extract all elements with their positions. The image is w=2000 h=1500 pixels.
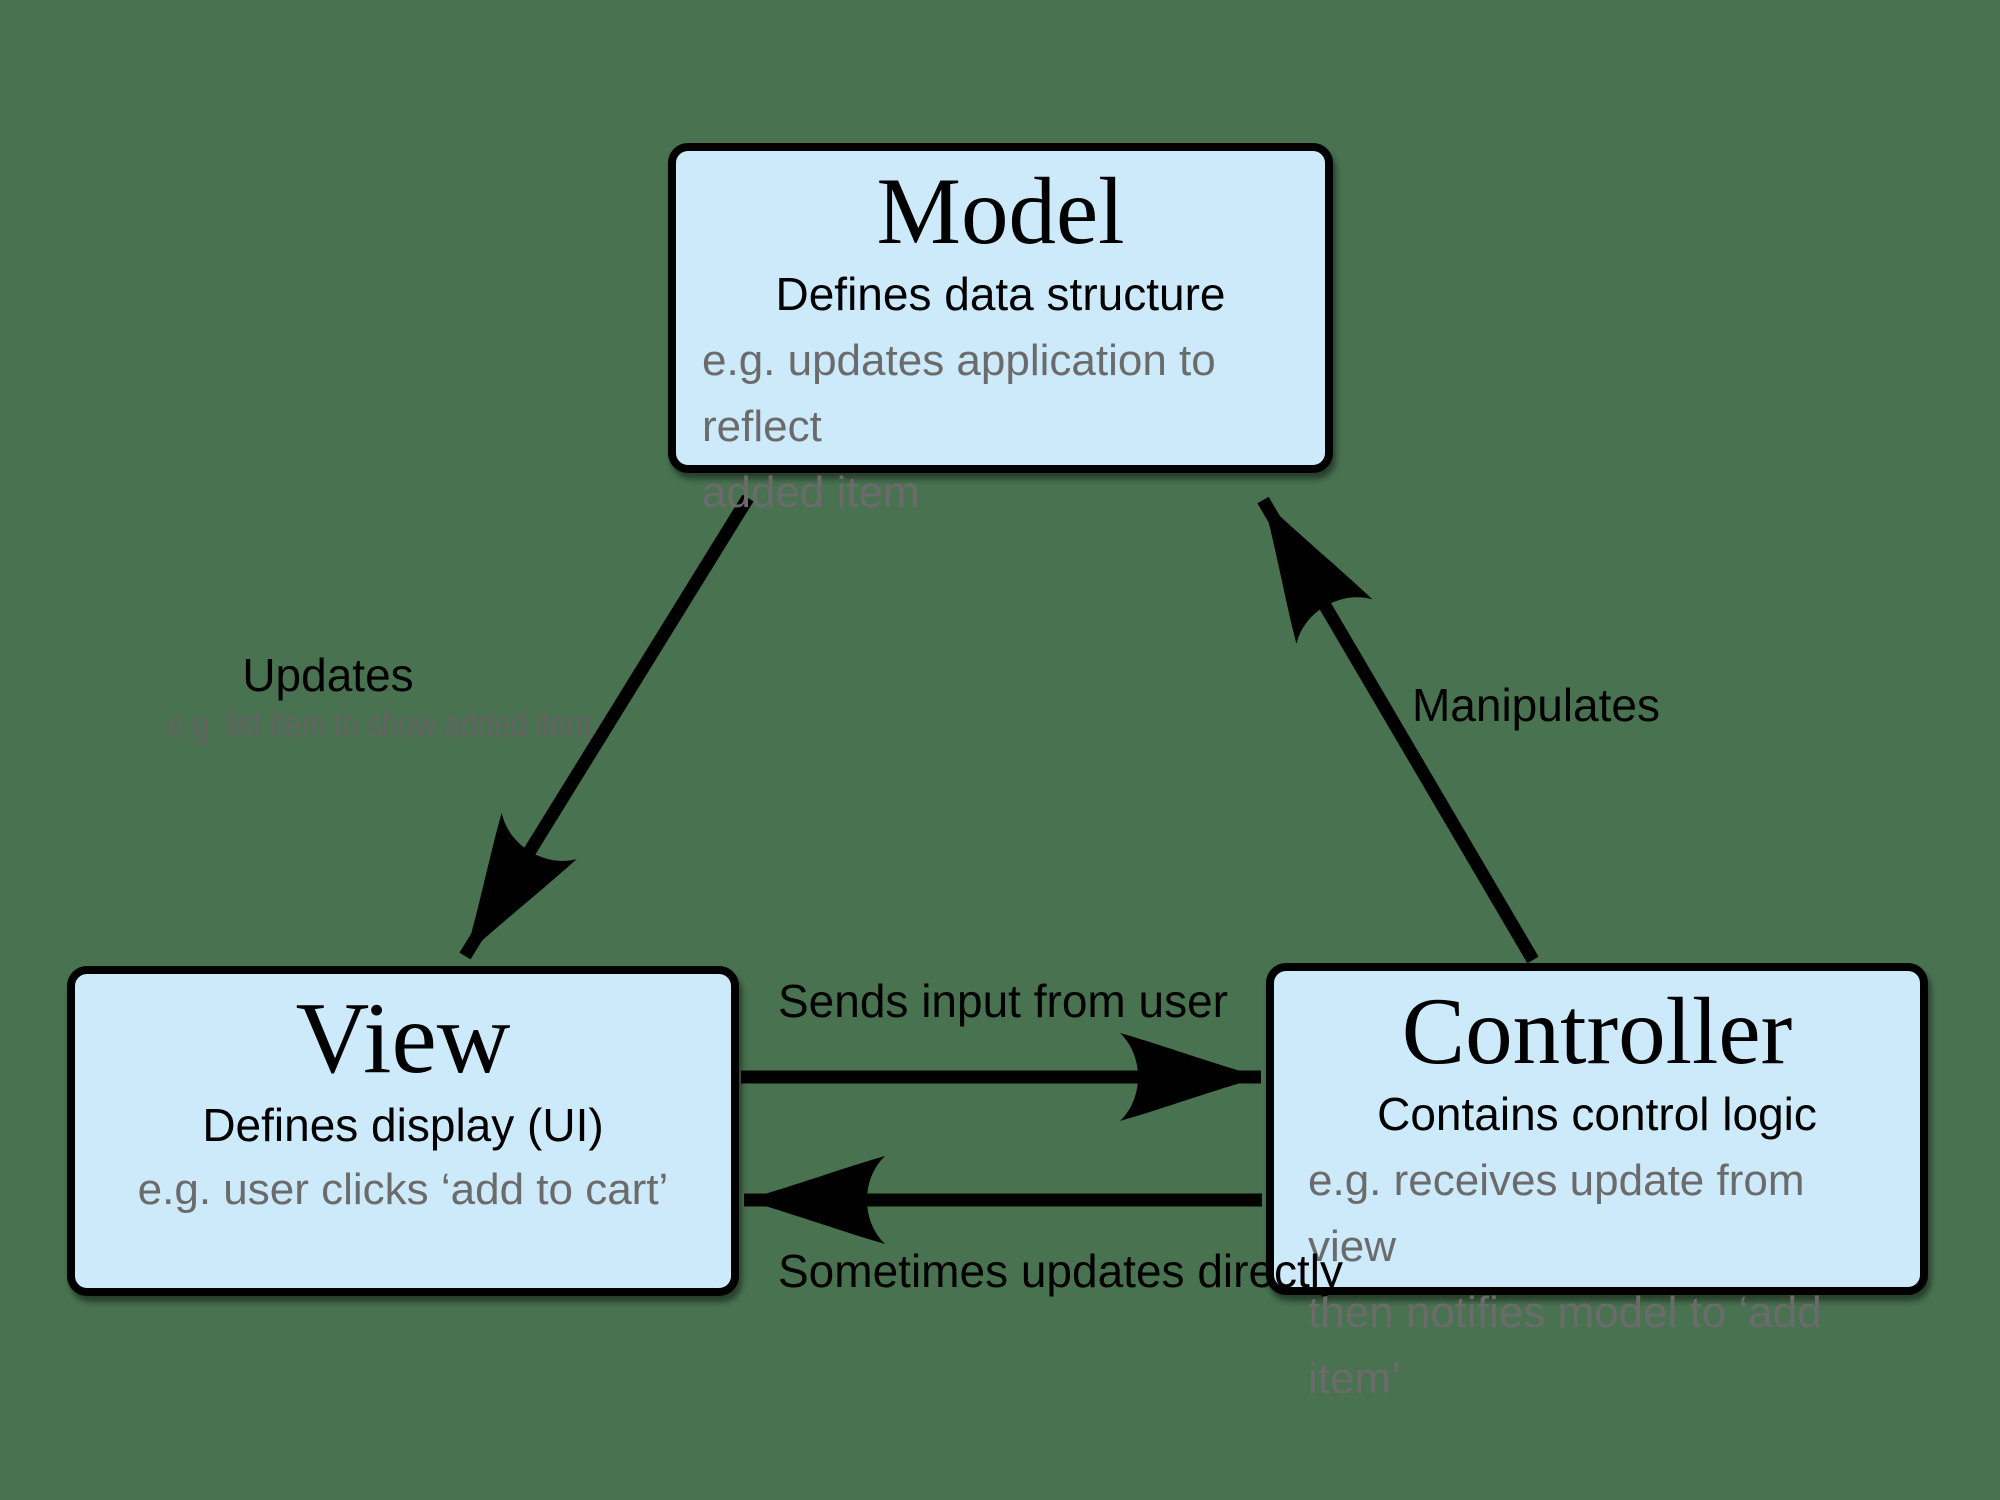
model-example-line2: added item (702, 467, 920, 517)
controller-title: Controller (1401, 978, 1793, 1084)
arrow-model-to-view (459, 494, 754, 960)
view-node: View Defines display (UI) e.g. user clic… (67, 966, 739, 1296)
view-example: e.g. user clicks ‘add to cart’ (137, 1164, 669, 1214)
model-subtitle: Defines data structure (775, 268, 1226, 321)
arrow-controller-to-model (1257, 496, 1539, 964)
label-updates: Updates (242, 649, 414, 701)
controller-example-line2: then notifies model to ‘add item’ (1308, 1287, 1822, 1403)
label-sometimes-updates-directly: Sometimes updates directly (778, 1245, 1344, 1297)
controller-example: e.g. receives update from view then noti… (1274, 1144, 1920, 1412)
label-manipulates: Manipulates (1411, 679, 1661, 731)
label-sends-input-from-user: Sends input from user (777, 975, 1228, 1027)
model-example: e.g. updates application to reflect adde… (676, 324, 1325, 526)
label-updates-example: e.g. list item to show added item (168, 704, 591, 745)
view-subtitle: Defines display (UI) (202, 1099, 604, 1152)
model-title: Model (876, 158, 1125, 264)
view-title: View (295, 982, 511, 1095)
model-node: Model Defines data structure e.g. update… (668, 143, 1333, 517)
controller-node: Controller Contains control logic e.g. r… (1266, 963, 1928, 1403)
model-example-line1: e.g. updates application to reflect (702, 335, 1216, 451)
controller-subtitle: Contains control logic (1377, 1088, 1817, 1141)
controller-example-line1: e.g. receives update from view (1308, 1155, 1805, 1271)
